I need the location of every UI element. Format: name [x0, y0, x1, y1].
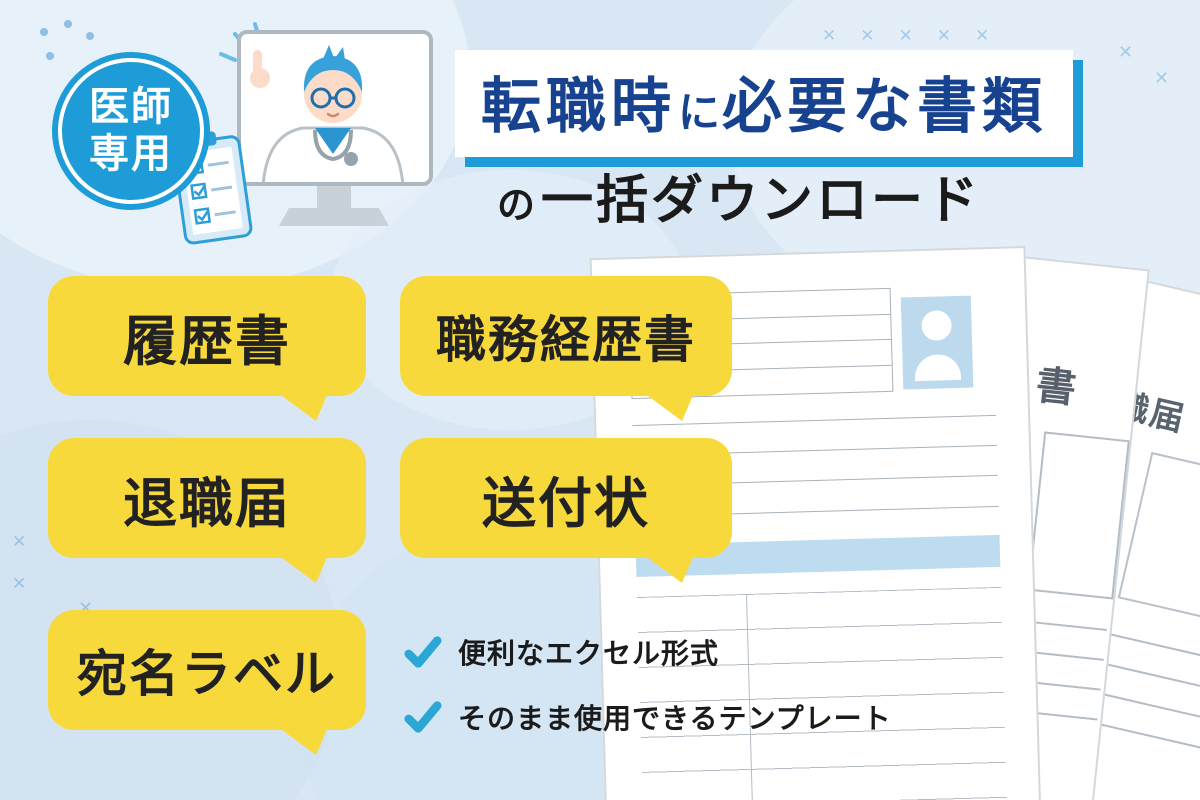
document-bubble-atena-label: 宛名ラベル [48, 610, 366, 730]
cross-icon: ✕ [860, 26, 875, 46]
dot-decoration [64, 20, 72, 28]
document-bubble-taishoku-todoke: 退職届 [48, 438, 366, 558]
photo-placeholder [900, 295, 974, 390]
title-part2: 必要な書類 [722, 72, 1048, 142]
document-bubble-shokumu-keirekisho: 職務経歴書 [400, 276, 732, 396]
bubble-label: 退職届 [123, 471, 291, 535]
feature-label: 便利なエクセル形式 [458, 637, 720, 670]
bubble-label: 職務経歴書 [436, 311, 696, 369]
stethoscope-chestpiece [344, 152, 358, 166]
dot-decoration [46, 52, 54, 60]
bubble-label: 履歴書 [123, 309, 291, 373]
mockup-box [1117, 451, 1200, 628]
check-icon [404, 636, 442, 668]
dot-decoration [86, 32, 94, 40]
resume-grid [637, 586, 1009, 800]
doctor-shirt [315, 128, 351, 154]
doctor-only-badge: 医師 専用 [52, 52, 210, 210]
cross-icon: ✕ [12, 532, 27, 552]
monitor-base [279, 208, 389, 226]
title-particle: に [678, 88, 721, 137]
doctor-hair [303, 56, 363, 92]
bubble-label: 宛名ラベル [77, 645, 337, 703]
cross-icon: ✕ [822, 26, 837, 46]
feature-label: そのまま使用できるテンプレート [458, 702, 892, 735]
doctor-illustration [175, 22, 433, 245]
doctor-mouth [326, 112, 340, 118]
doctor-face [304, 65, 362, 123]
cross-icon: ✕ [12, 574, 27, 594]
person-silhouette-body [914, 353, 962, 382]
check-icon [404, 701, 442, 733]
cross-pattern: ✕ ✕ ✕ ✕ ✕ [822, 28, 989, 45]
document-bubble-soufujou: 送付状 [400, 438, 732, 558]
subtitle-main: 一括ダウンロード [541, 171, 982, 231]
subtitle-particle: の [497, 183, 536, 227]
doctor-arm [251, 73, 294, 149]
document-bubble-rirekisho: 履歴書 [48, 276, 366, 396]
mockup-heading: 書 [1033, 362, 1079, 413]
mockup-box [1027, 431, 1130, 600]
feature-item-excel: 便利なエクセル形式 [404, 632, 719, 672]
main-title: 転職時 に 必要な書類 [455, 50, 1074, 157]
doctor-hair-spike [323, 45, 334, 59]
cross-icon: ✕ [1154, 68, 1170, 89]
badge-text-line1: 医師 [89, 83, 173, 130]
cross-pattern: ✕ [12, 576, 26, 593]
badge-text-line2: 専用 [89, 131, 173, 177]
cross-icon: ✕ [936, 26, 951, 46]
cross-icon: ✕ [1118, 42, 1134, 63]
bubble-label: 送付状 [482, 471, 650, 535]
doctor-hair-spike [335, 47, 345, 60]
stethoscope-icon [313, 129, 353, 162]
cross-icon: ✕ [898, 26, 913, 46]
cross-icon: ✕ [975, 26, 990, 46]
doctor-hand [250, 68, 270, 88]
subtitle: の 一括ダウンロード [497, 158, 981, 233]
person-silhouette-head [921, 310, 952, 341]
feature-item-template: そのまま使用できるテンプレート [404, 697, 892, 737]
title-part1: 転職時 [481, 72, 676, 142]
monitor-neck [317, 186, 351, 208]
dot-decoration [40, 28, 48, 36]
